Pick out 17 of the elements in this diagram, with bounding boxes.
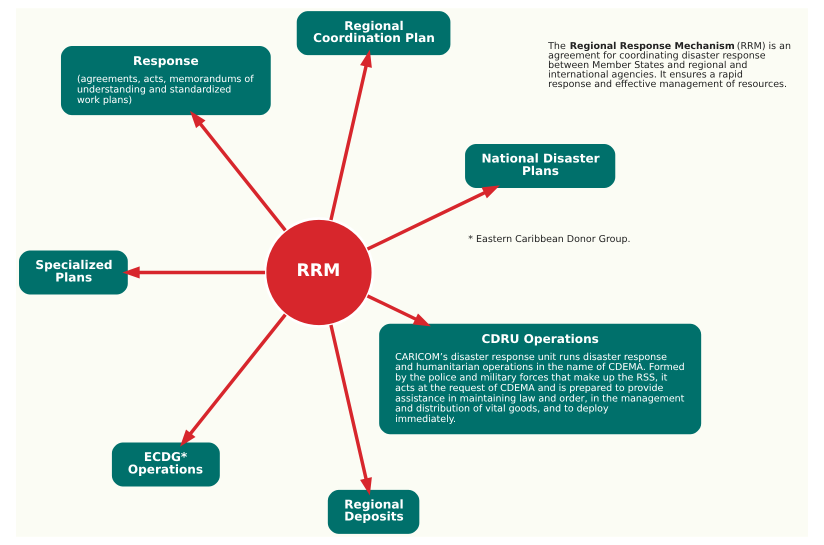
arrow	[329, 324, 372, 496]
label: * Eastern Caribbean Donor Group.	[468, 234, 631, 246]
arrow	[366, 294, 431, 326]
node-box: Response (agreements, acts, memorandums of understanding and standardized work plans)	[60, 46, 271, 116]
arrow	[190, 110, 287, 232]
arrow	[122, 266, 266, 279]
node-box: Regional Coordination Plan	[296, 11, 450, 56]
arrow	[366, 185, 500, 251]
node-box: ECDG* Operations	[112, 442, 220, 486]
node-box: CDRU Operations CARICOM’s disaster response unit runs disaster response and humanitarian operations in the name of CDEMA. Formed by the police and military forces that make up the RSS, it acts at the request of CDEMA and is prepared to provide assistance in maintaining law and order, in the management and distribution of vital goods, and to deploy immediately.	[379, 324, 702, 434]
node-box: Specialized Plans	[19, 250, 128, 295]
arrow	[180, 314, 287, 447]
node-box: National Disaster Plans	[465, 144, 616, 188]
node-circle: RRM	[264, 217, 374, 328]
node-box: Regional Deposits	[328, 490, 420, 534]
arrow	[329, 50, 372, 220]
label: The Regional Response Mechanism (RRM) is an agreement for coordinating disaster response between Member States and regional and international agencies. It ensures a rapid response and effective management of resources.	[548, 41, 791, 90]
